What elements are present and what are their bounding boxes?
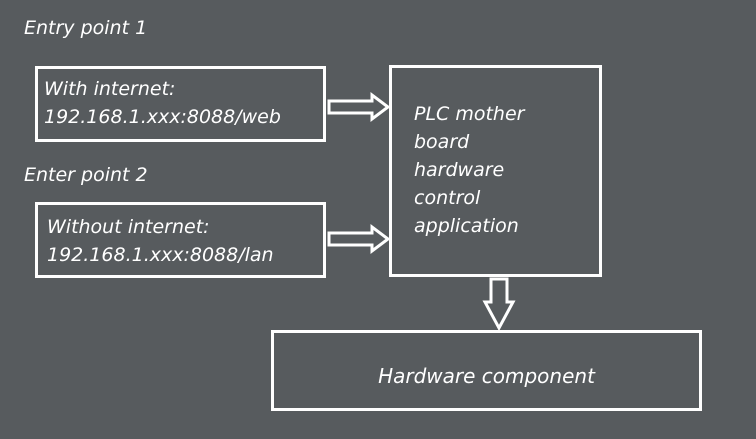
plc-line-1: PLC mother (414, 103, 525, 125)
plc-line-5: application (414, 215, 519, 237)
entry-point-1-box: With internet: 192.168.1.xxx:8088/web (35, 66, 326, 142)
hardware-component-box: Hardware component (271, 330, 702, 411)
entry-point-1-line1: With internet: (44, 78, 176, 100)
arrow-entry1-to-plc (327, 92, 391, 122)
plc-application-box: PLC mother board hardware control applic… (389, 65, 602, 277)
arrow-entry2-to-plc (327, 224, 391, 254)
entry-point-1-line2: 192.168.1.xxx:8088/web (44, 106, 281, 128)
entry-point-1-label: Entry point 1 (24, 17, 148, 39)
entry-point-2-box: Without internet: 192.168.1.xxx:8088/lan (35, 202, 326, 278)
plc-line-2: board (414, 131, 470, 153)
entry-point-2-line1: Without internet: (47, 216, 210, 238)
plc-line-4: control (414, 187, 481, 209)
plc-line-3: hardware (414, 159, 505, 181)
entry-point-2-label: Enter point 2 (24, 164, 148, 186)
entry-point-2-line2: 192.168.1.xxx:8088/lan (47, 244, 274, 266)
hardware-component-label: Hardware component (378, 364, 595, 388)
arrow-plc-to-hardware (482, 277, 516, 332)
